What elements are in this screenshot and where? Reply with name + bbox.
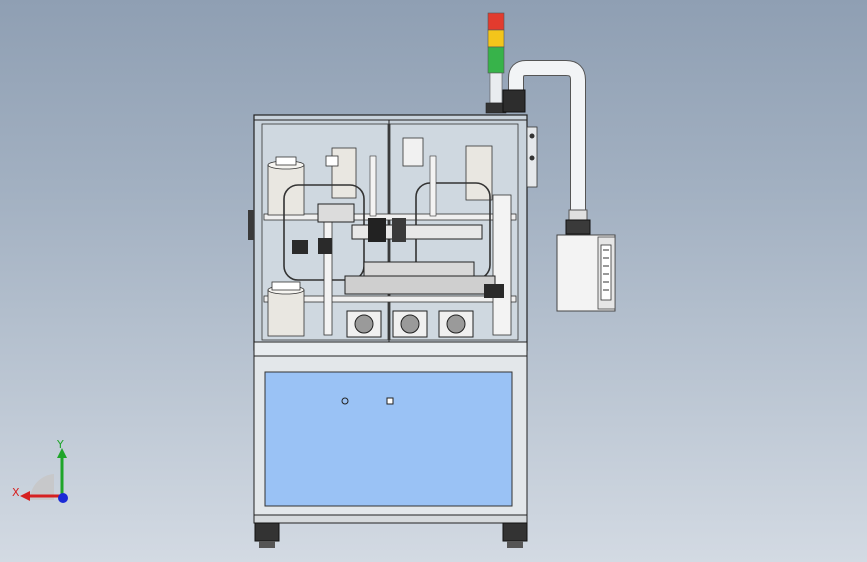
stack-light bbox=[485, 12, 507, 114]
lower-cabinet bbox=[253, 341, 528, 548]
z-axis-dot bbox=[58, 493, 68, 503]
orientation-triad: Y X bbox=[12, 440, 68, 503]
exhaust-duct bbox=[502, 60, 591, 235]
door-lock bbox=[341, 397, 349, 405]
stack-light-red bbox=[487, 12, 505, 31]
electrical-cabinet bbox=[556, 234, 616, 312]
cabinet-door bbox=[264, 371, 513, 507]
foot-right bbox=[502, 522, 528, 542]
stack-light-green bbox=[487, 46, 505, 74]
door-handle bbox=[386, 397, 394, 405]
stack-light-yellow bbox=[487, 29, 505, 48]
foot-left bbox=[254, 522, 280, 542]
x-axis-label: X bbox=[12, 486, 20, 499]
upper-enclosure bbox=[248, 114, 538, 351]
y-axis-label: Y bbox=[56, 440, 64, 451]
